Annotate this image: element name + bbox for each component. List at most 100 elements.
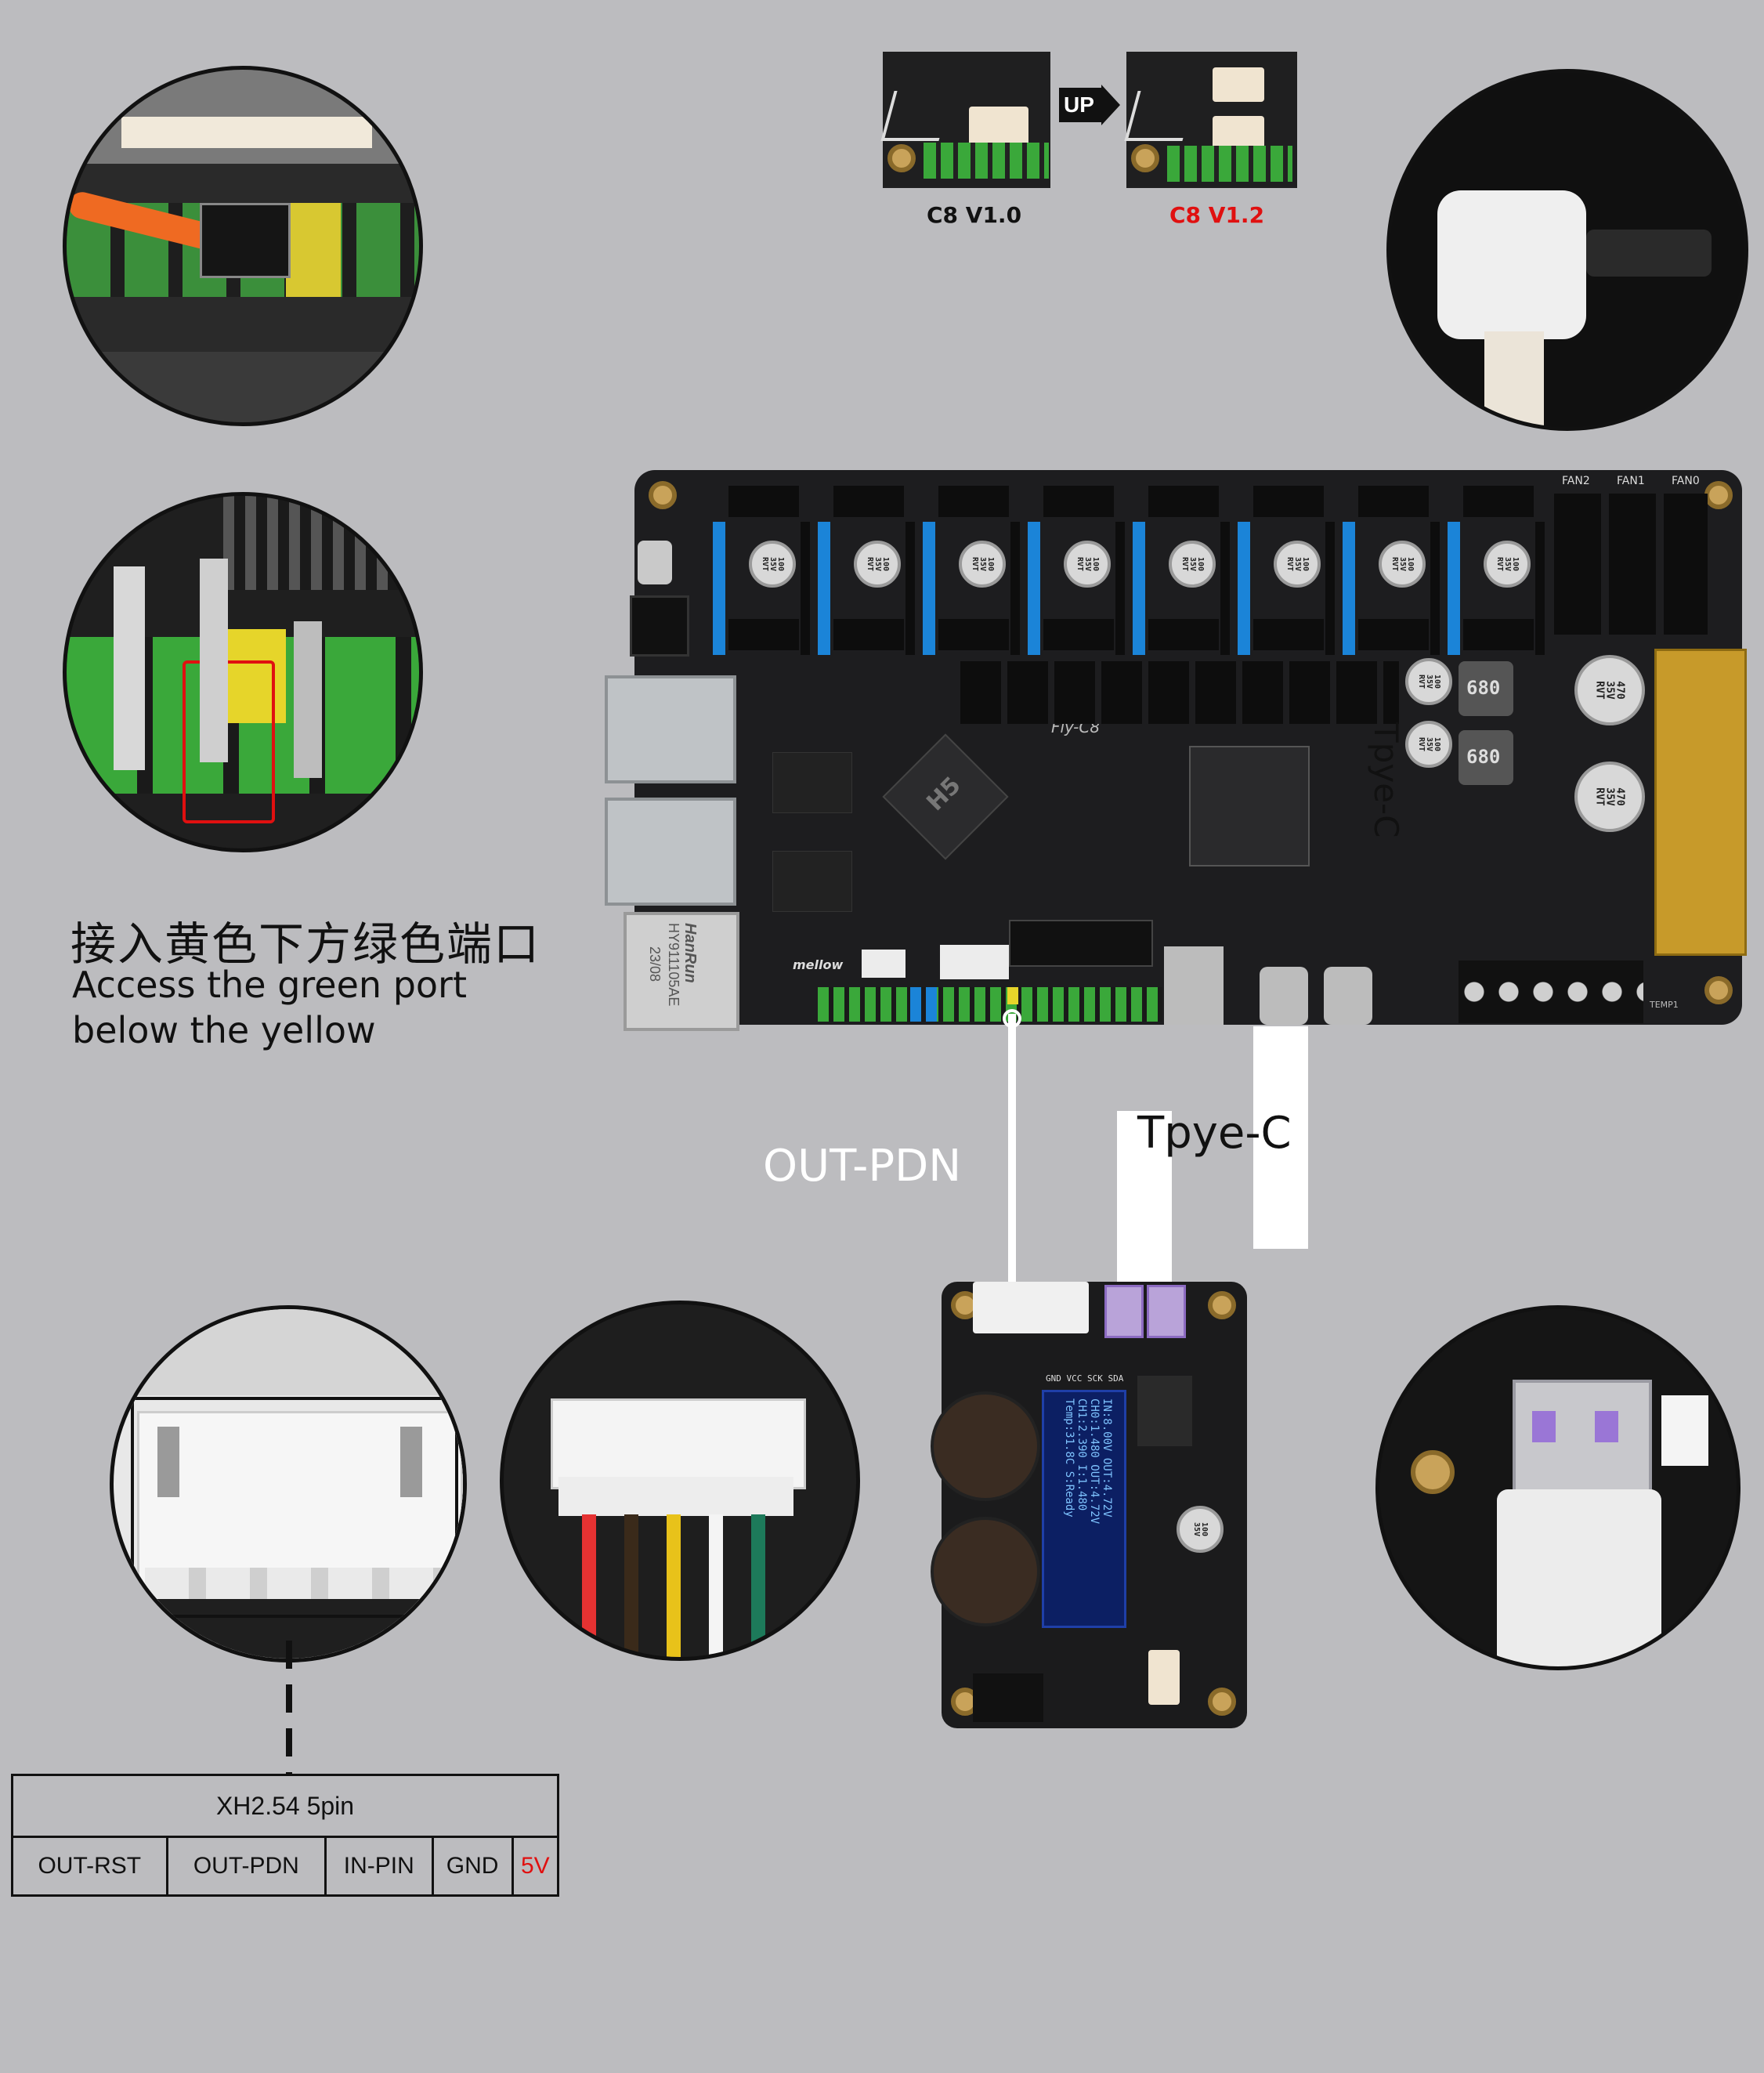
driver-header-bottom bbox=[1043, 619, 1114, 650]
driver-connector bbox=[1043, 486, 1114, 517]
upgrade-thumb-old bbox=[880, 52, 1050, 188]
driver-connector bbox=[1463, 486, 1534, 517]
driver-slot: 100 35V RVT bbox=[923, 486, 1020, 655]
zoom-circle-usb-a bbox=[1375, 1305, 1741, 1670]
driver-header-right bbox=[1535, 522, 1545, 655]
driver-connector bbox=[728, 486, 799, 517]
mount-hole bbox=[1704, 976, 1733, 1004]
module-terminal bbox=[973, 1673, 1043, 1722]
upgrade-thumb-new bbox=[1124, 52, 1297, 188]
usbc-port-2 bbox=[1324, 967, 1372, 1025]
gpio-pin-header bbox=[818, 987, 1162, 1022]
zoom-circle-usbc-plug bbox=[1386, 69, 1748, 431]
driver-connector bbox=[833, 486, 904, 517]
driver-header-bottom bbox=[1463, 619, 1534, 650]
driver-connector bbox=[1253, 486, 1324, 517]
driver-header-right bbox=[1010, 522, 1020, 655]
driver-slot: 100 35V RVT bbox=[818, 486, 915, 655]
power-module: GND VCC SCK SDA IN:8.00V OUT:4.72V CH0:1… bbox=[931, 1282, 1247, 1728]
zoom-circle-wires bbox=[500, 1301, 860, 1661]
pin-out-rst: OUT-RST bbox=[11, 1836, 168, 1897]
xh-connector-module bbox=[973, 1282, 1089, 1333]
driver-header-right bbox=[1115, 522, 1125, 655]
driver-header-left bbox=[1448, 522, 1460, 655]
driver-connector bbox=[938, 486, 1009, 517]
driver-capacitor: 100 35V RVT bbox=[1379, 541, 1426, 588]
driver-header-left bbox=[1133, 522, 1145, 655]
out-pdn-line bbox=[1008, 1014, 1016, 1344]
module-capacitor-bottom bbox=[931, 1517, 1040, 1626]
module-capacitor-small: 100 35V bbox=[1177, 1506, 1224, 1553]
gpio-blue-pins bbox=[910, 987, 937, 1022]
mcu-chip bbox=[1189, 746, 1310, 866]
board-brand: mellow bbox=[793, 957, 844, 972]
oled-line-3: CH1:2.390 I:1.480 bbox=[1075, 1398, 1088, 1511]
upgrade-arrow: UP bbox=[1059, 85, 1120, 125]
fan-connector bbox=[1213, 67, 1264, 102]
m2-slot bbox=[1009, 920, 1153, 967]
mainboard-fly-c8: 100 35V RVT 100 35V RVT 100 35V RVT 100 … bbox=[605, 470, 1747, 1031]
driver-capacitor: 100 35V RVT bbox=[959, 541, 1006, 588]
pin-row bbox=[1167, 146, 1292, 182]
driver-slot: 100 35V RVT bbox=[1028, 486, 1125, 655]
usbc-port-1 bbox=[1260, 967, 1308, 1025]
fan-label-0: FAN0 bbox=[1672, 475, 1700, 487]
mount-hole bbox=[1208, 1688, 1236, 1716]
rj45-date: 23/08 bbox=[647, 946, 663, 982]
capacitor-100-b: 100 35V RVT bbox=[1405, 721, 1452, 768]
power-terminal-block bbox=[1654, 649, 1747, 956]
capacitor-470-top: 470 35V RVT bbox=[1574, 655, 1645, 725]
out-pdn-callout: OUT-PDN bbox=[763, 1141, 962, 1192]
note-en-line1: Access the green port bbox=[72, 964, 467, 1006]
driver-header-right bbox=[1220, 522, 1230, 655]
memory-chip-1 bbox=[772, 752, 852, 813]
out-pdn-dot bbox=[1003, 1009, 1021, 1028]
temp-label: TEMP1 bbox=[1650, 1000, 1679, 1010]
usbc-overlay-text: Tpye-C bbox=[1367, 722, 1405, 838]
pin-in-pin: IN-PIN bbox=[324, 1836, 434, 1897]
oled-header: GND VCC SCK SDA bbox=[1046, 1373, 1124, 1384]
mount-hole bbox=[1704, 481, 1733, 509]
driver-header-left bbox=[923, 522, 935, 655]
driver-header-bottom bbox=[1148, 619, 1219, 650]
note-en-line2: below the yellow bbox=[72, 1009, 376, 1051]
zoom-circle-pin-highlight bbox=[63, 492, 423, 852]
capacitor-100-a: 100 35V RVT bbox=[1405, 658, 1452, 705]
fan-connector bbox=[1213, 116, 1264, 150]
pin-row bbox=[924, 143, 1049, 179]
mount-hole bbox=[1208, 1291, 1236, 1319]
driver-slot: 100 35V RVT bbox=[1238, 486, 1335, 655]
usb-a-port-top bbox=[605, 675, 736, 783]
driver-header-left bbox=[713, 522, 725, 655]
driver-header-right bbox=[905, 522, 915, 655]
module-chip bbox=[1137, 1376, 1192, 1446]
mount-hole bbox=[887, 144, 916, 172]
driver-header-bottom bbox=[833, 619, 904, 650]
red-outline-highlight bbox=[183, 660, 275, 823]
oled-text: IN:8.00V OUT:4.72V CH0:1.480 OUT:4.72V C… bbox=[1063, 1398, 1113, 1618]
inductor-2: 680 bbox=[1459, 730, 1513, 785]
pin-gnd: GND bbox=[431, 1836, 514, 1897]
fan-label-1: FAN1 bbox=[1617, 475, 1645, 487]
zoom-circle-cable-insert bbox=[63, 66, 423, 426]
upgrade-arrow-label: UP bbox=[1064, 92, 1094, 117]
capacitor-470-bottom: 470 35V RVT bbox=[1574, 762, 1645, 832]
xh-highlight-box bbox=[131, 1397, 458, 1618]
driver-header-left bbox=[1238, 522, 1250, 655]
gpio-yellow-pin bbox=[1007, 987, 1018, 1004]
pinout-title: XH2.54 5pin bbox=[11, 1774, 559, 1838]
driver-header-right bbox=[801, 522, 810, 655]
motor-connectors bbox=[960, 661, 1399, 724]
usbc-port-left bbox=[638, 541, 672, 584]
usbc-port-module-1 bbox=[1104, 1285, 1144, 1338]
driver-header-left bbox=[1028, 522, 1040, 655]
driver-header-bottom bbox=[1358, 619, 1429, 650]
oled-line-4: Temp:31.8C S:Ready bbox=[1063, 1398, 1075, 1518]
sd-card-slot bbox=[1164, 946, 1224, 1025]
rj45-port: HanRun HY911105AE 23/08 bbox=[624, 912, 739, 1031]
usb-a-port-bottom bbox=[605, 798, 736, 906]
version-new-label: C8 V1.2 bbox=[1169, 202, 1265, 228]
driver-capacitor: 100 35V RVT bbox=[1169, 541, 1216, 588]
driver-header-bottom bbox=[728, 619, 799, 650]
